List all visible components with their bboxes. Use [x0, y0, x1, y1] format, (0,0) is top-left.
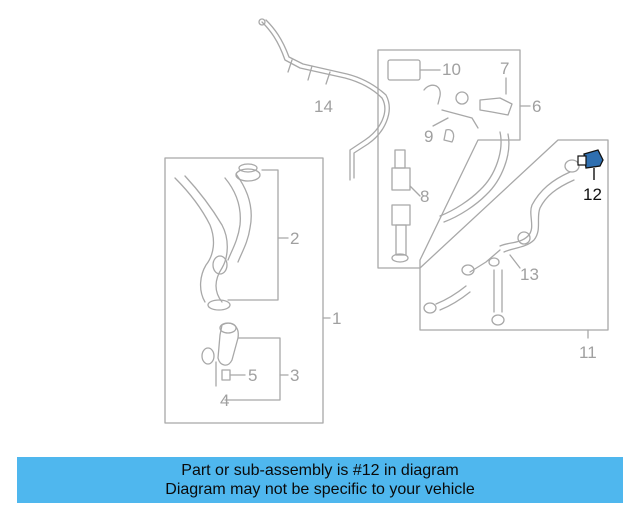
parts-11-13 [423, 159, 580, 326]
callout-8: 8 [420, 187, 429, 206]
callout-13: 13 [520, 265, 539, 284]
banner-line-1: Part or sub-assembly is #12 in diagram [181, 462, 459, 479]
callout-9: 9 [424, 127, 433, 146]
callout-14: 14 [314, 97, 333, 116]
callout-10: 10 [442, 60, 461, 79]
callout-7: 7 [500, 59, 509, 78]
banner-line-2: Diagram may not be specific to your vehi… [165, 481, 475, 498]
parts-diagram: 1 2 3 4 5 6 7 8 9 10 11 12 13 14 [164, 18, 609, 424]
callout-12: 12 [583, 185, 602, 204]
group-box-1 [164, 157, 324, 424]
info-banner: Part or sub-assembly is #12 in diagram D… [17, 457, 623, 503]
callout-2: 2 [290, 229, 299, 248]
filler-neck-2 [174, 163, 261, 311]
parts-6-10 [387, 59, 513, 263]
callout-6: 6 [532, 97, 541, 116]
group-box-11 [419, 139, 609, 331]
callout-1: 1 [332, 309, 341, 328]
callout-4: 4 [220, 391, 229, 410]
group-box-6 [377, 49, 521, 269]
callout-3: 3 [290, 366, 299, 385]
callout-11: 11 [579, 343, 597, 362]
highlighted-part-12 [577, 149, 604, 180]
parts-3-4-5 [201, 322, 239, 387]
callout-5: 5 [248, 366, 257, 385]
pipe-14 [258, 18, 390, 181]
